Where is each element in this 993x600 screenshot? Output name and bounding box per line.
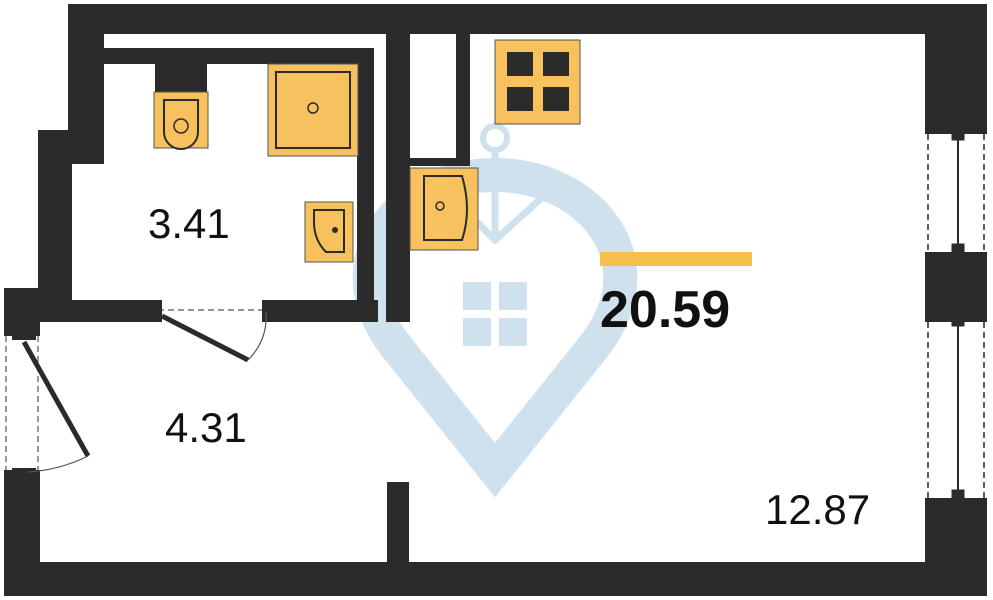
wall-left-step xyxy=(38,130,72,320)
wall-bottom xyxy=(4,562,986,596)
bathroom-area-label: 3.41 xyxy=(148,200,230,247)
wall-stub-bottom xyxy=(387,482,409,566)
sink-icon xyxy=(304,201,354,263)
wall-partition xyxy=(386,34,410,322)
wall-right-bottom xyxy=(925,498,987,596)
shower-tray-icon xyxy=(267,63,359,157)
hallway-area-label: 4.31 xyxy=(165,404,247,451)
wall-top-left-corner xyxy=(68,4,104,164)
window-lower xyxy=(925,315,987,501)
total-area-accent-bar xyxy=(600,252,752,266)
wall-bath-top xyxy=(104,48,374,64)
living-room-area-label: 12.87 xyxy=(765,486,871,533)
wall-bath-right xyxy=(357,48,374,318)
wall-top xyxy=(68,4,986,34)
wall-duct-bottom xyxy=(410,158,470,166)
total-area-label: 20.59 xyxy=(600,281,731,339)
wall-left-upper xyxy=(4,288,40,336)
window-upper xyxy=(925,129,987,255)
wall-right-top xyxy=(925,4,987,134)
entrance-door xyxy=(4,332,91,476)
wall-bath-bottom-left xyxy=(38,300,158,322)
kitchen-sink-icon xyxy=(409,167,479,251)
wall-duct xyxy=(456,34,470,162)
stove-icon xyxy=(494,39,581,125)
wall-right-mid xyxy=(925,252,987,322)
toilet-icon xyxy=(153,62,209,150)
wall-bath-bottom-right xyxy=(268,300,378,322)
walls xyxy=(4,4,987,596)
bathroom-door xyxy=(154,300,270,363)
